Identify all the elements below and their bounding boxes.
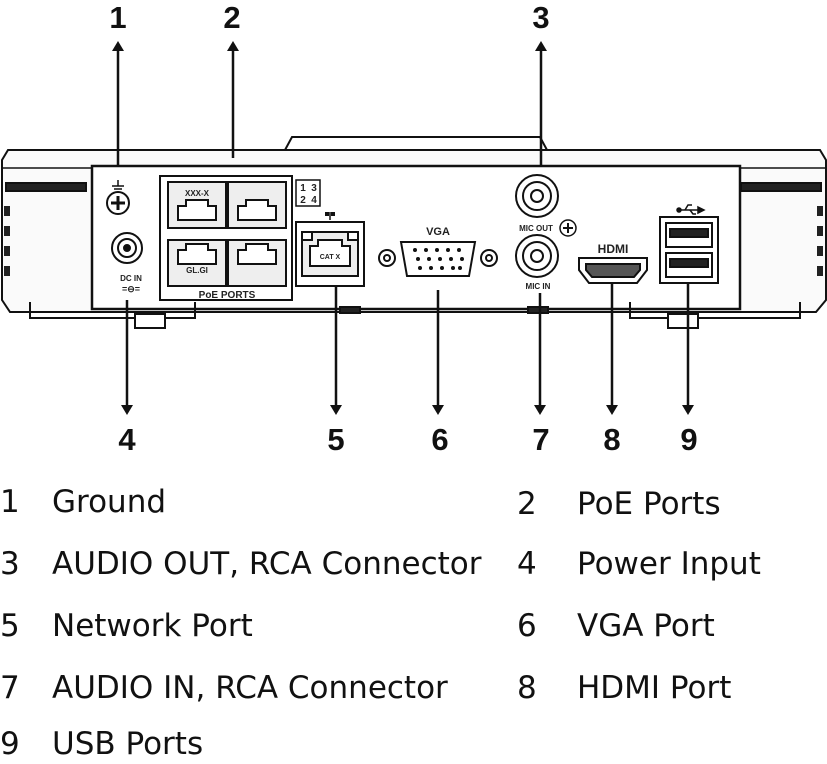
network-port [295, 212, 365, 287]
callout-arrows [112, 41, 694, 415]
legend-number: 9 [0, 726, 20, 762]
legend-label: HDMI Port [577, 670, 732, 706]
legend-label: AUDIO OUT, RCA Connector [52, 546, 482, 582]
ground-screw-small [559, 219, 577, 237]
callout-number-1: 1 [109, 0, 126, 35]
port-number-grid: 1 3 2 4 [295, 179, 321, 207]
legend: 1 Ground 2 PoE Ports 3 AUDIO OUT, RCA Co… [0, 470, 827, 762]
legend-label: Power Input [577, 546, 761, 582]
legend-number: 3 [0, 546, 20, 582]
legend-label: USB Ports [52, 726, 204, 762]
mic-in-label: MIC IN [526, 282, 551, 291]
callout-number-4: 4 [118, 422, 136, 457]
callout-number-9: 9 [680, 422, 697, 457]
callout-number-3: 3 [532, 0, 549, 35]
dc-polarity-icon: =⊖= [122, 284, 140, 294]
hdmi-port [578, 257, 648, 284]
poe-ports-label: PoE PORTS [199, 290, 256, 301]
poe-ports-block [159, 175, 293, 301]
audio-out-rca [515, 174, 559, 218]
legend-number: 2 [517, 486, 537, 522]
audio-in-rca [515, 234, 559, 278]
vga-port [378, 241, 498, 277]
legend-number: 6 [517, 608, 537, 644]
callout-number-8: 8 [603, 422, 620, 457]
callout-number-6: 6 [431, 422, 448, 457]
callout-number-2: 2 [223, 0, 240, 35]
dc-in-label: DC IN [120, 274, 142, 283]
dc-input-jack [111, 232, 143, 264]
grid-number: 3 [311, 183, 317, 194]
callout-number-5: 5 [327, 422, 344, 457]
poe-left-bottom-label: GL.GI [186, 266, 208, 275]
poe-left-top-label: XXX-X [185, 189, 210, 198]
ground-screw [106, 191, 130, 215]
grid-number: 4 [311, 195, 317, 206]
legend-label: Network Port [52, 608, 253, 644]
hdmi-logo: HDMI [598, 242, 629, 256]
rear-panel-diagram: DC IN =⊖= XXX-X GL.GI PoE PORTS 1 3 2 4 … [1, 0, 827, 457]
legend-number: 7 [0, 670, 20, 706]
legend-number: 4 [517, 546, 537, 582]
mic-out-label: MIC OUT [519, 224, 553, 233]
callout-numbers: 1 2 3 4 5 6 7 8 9 [109, 0, 697, 457]
vga-label: VGA [426, 226, 450, 238]
ground-symbol-icon [112, 180, 124, 190]
legend-label: PoE Ports [577, 486, 721, 522]
legend-number: 1 [0, 484, 20, 520]
usb-ports [659, 216, 719, 284]
legend-label: VGA Port [577, 608, 715, 644]
network-tag-label: CAT X [320, 254, 341, 261]
legend-number: 5 [0, 608, 20, 644]
legend-label: Ground [52, 484, 167, 520]
callout-number-7: 7 [532, 422, 549, 457]
grid-number: 2 [300, 195, 306, 206]
legend-number: 8 [517, 670, 537, 706]
usb-symbol-icon [676, 204, 706, 215]
legend-label: AUDIO IN, RCA Connector [52, 670, 448, 706]
grid-number: 1 [300, 183, 306, 194]
